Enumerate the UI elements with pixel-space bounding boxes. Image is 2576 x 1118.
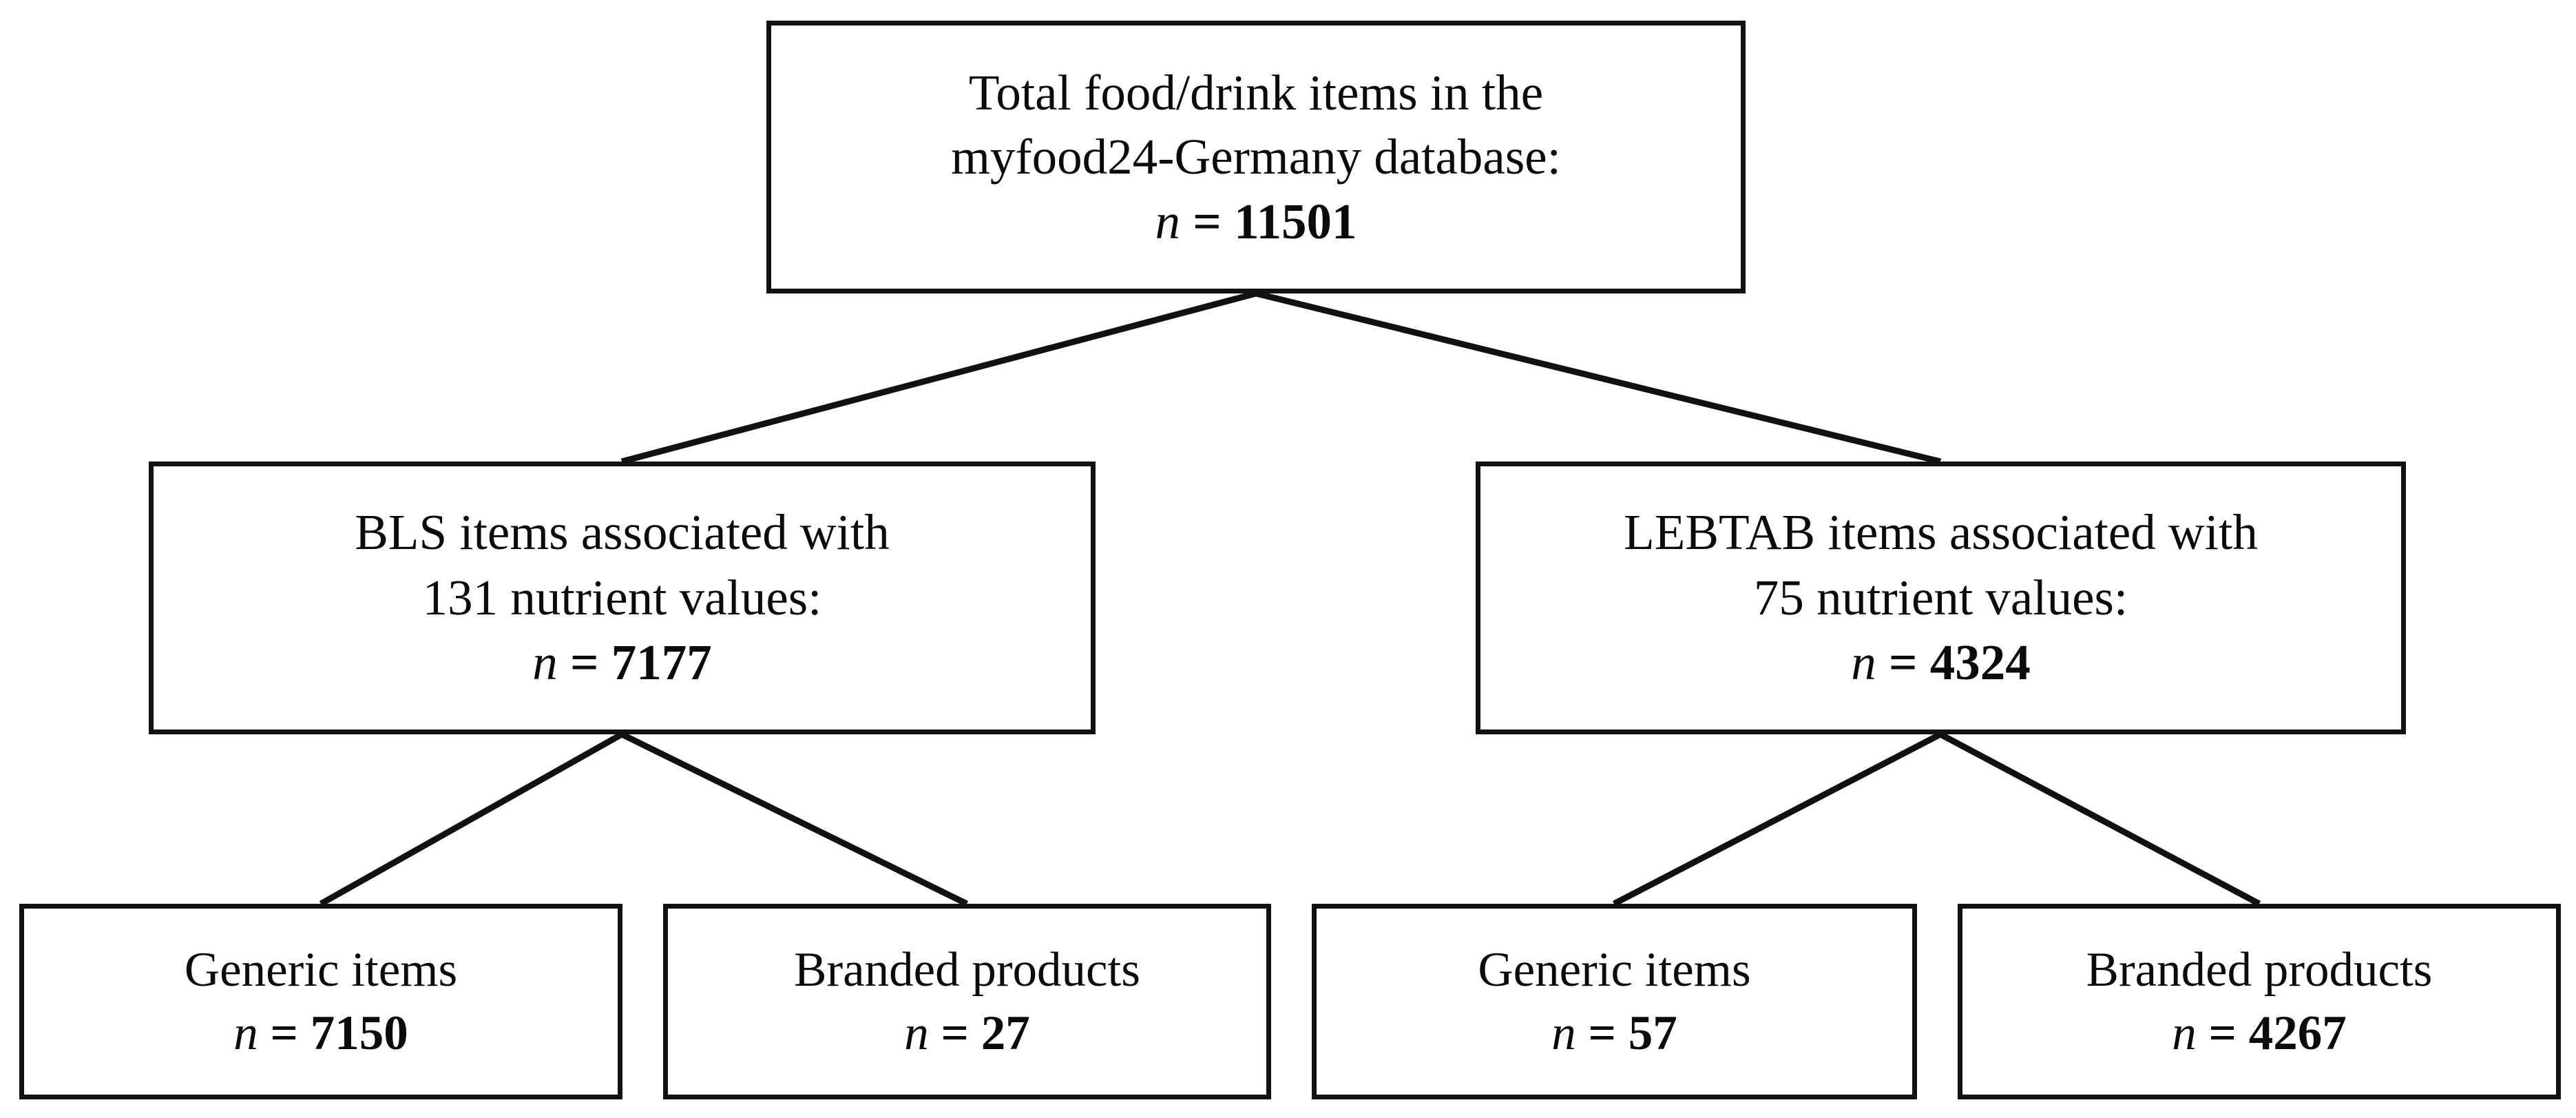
n-symbol: n: [1851, 634, 1876, 691]
n-symbol: n: [532, 634, 558, 691]
n-equals: =: [1193, 193, 1222, 249]
n-value: 7177: [611, 634, 712, 691]
node-lebtab-branded-products[interactable]: Branded products n = 4267: [1958, 904, 2561, 1099]
node-lebtab-branded-products-label: Branded products: [2086, 942, 2433, 997]
node-lebtab-generic-items[interactable]: Generic items n = 57: [1312, 904, 1917, 1099]
n-value: 7150: [310, 1006, 408, 1060]
node-bls-items[interactable]: BLS items associated with 131 nutrient v…: [149, 462, 1096, 734]
edge-bls-to-branded: [620, 731, 968, 907]
n-value: 11501: [1234, 193, 1357, 249]
edge-lebtab-to-branded: [1938, 732, 2261, 907]
n-symbol: n: [904, 1006, 929, 1060]
node-bls-generic-items[interactable]: Generic items n = 7150: [19, 904, 622, 1099]
n-symbol: n: [233, 1006, 258, 1060]
n-value: 4267: [2248, 1006, 2347, 1060]
node-bls-branded-products-count: n = 27: [904, 1002, 1029, 1065]
node-lebtab-branded-products-count: n = 4267: [2172, 1002, 2346, 1065]
node-lebtab-items-line1: LEBTAB items associated with: [1624, 504, 2258, 560]
edge-lebtab-to-generic: [1612, 732, 1943, 907]
node-lebtab-items-line2: 75 nutrient values:: [1753, 569, 2128, 625]
node-lebtab-items[interactable]: LEBTAB items associated with 75 nutrient…: [1476, 462, 2406, 734]
n-equals: =: [941, 1006, 969, 1060]
n-equals: =: [1888, 634, 1918, 691]
n-value: 27: [981, 1006, 1030, 1060]
edge-root-to-lebtab: [1255, 290, 1942, 465]
n-symbol: n: [2172, 1006, 2197, 1060]
n-equals: =: [1588, 1006, 1616, 1060]
node-bls-generic-items-count: n = 7150: [233, 1002, 408, 1065]
edge-root-to-bls: [620, 290, 1257, 465]
node-total-items-line1: Total food/drink items in the: [968, 64, 1544, 121]
node-bls-branded-products[interactable]: Branded products n = 27: [663, 904, 1271, 1099]
n-value: 4324: [1929, 634, 2031, 691]
node-bls-items-line1: BLS items associated with: [355, 504, 890, 560]
node-bls-items-line2: 131 nutrient values:: [422, 569, 822, 625]
edge-bls-to-generic: [319, 732, 624, 907]
node-lebtab-items-count: n = 4324: [1851, 630, 2031, 696]
node-total-items-line2: myfood24-Germany database:: [951, 129, 1561, 185]
n-equals: =: [2208, 1006, 2237, 1060]
node-total-items[interactable]: Total food/drink items in the myfood24-G…: [766, 21, 1746, 293]
node-lebtab-generic-items-count: n = 57: [1551, 1002, 1677, 1065]
n-symbol: n: [1551, 1006, 1576, 1060]
node-bls-generic-items-label: Generic items: [184, 942, 458, 997]
n-equals: =: [569, 634, 599, 691]
node-total-items-count: n = 11501: [1155, 189, 1357, 253]
n-symbol: n: [1155, 193, 1180, 249]
node-lebtab-generic-items-label: Generic items: [1478, 942, 1751, 997]
node-bls-items-count: n = 7177: [532, 630, 712, 696]
n-equals: =: [270, 1006, 298, 1060]
n-value: 57: [1628, 1006, 1677, 1060]
node-bls-branded-products-label: Branded products: [794, 942, 1140, 997]
